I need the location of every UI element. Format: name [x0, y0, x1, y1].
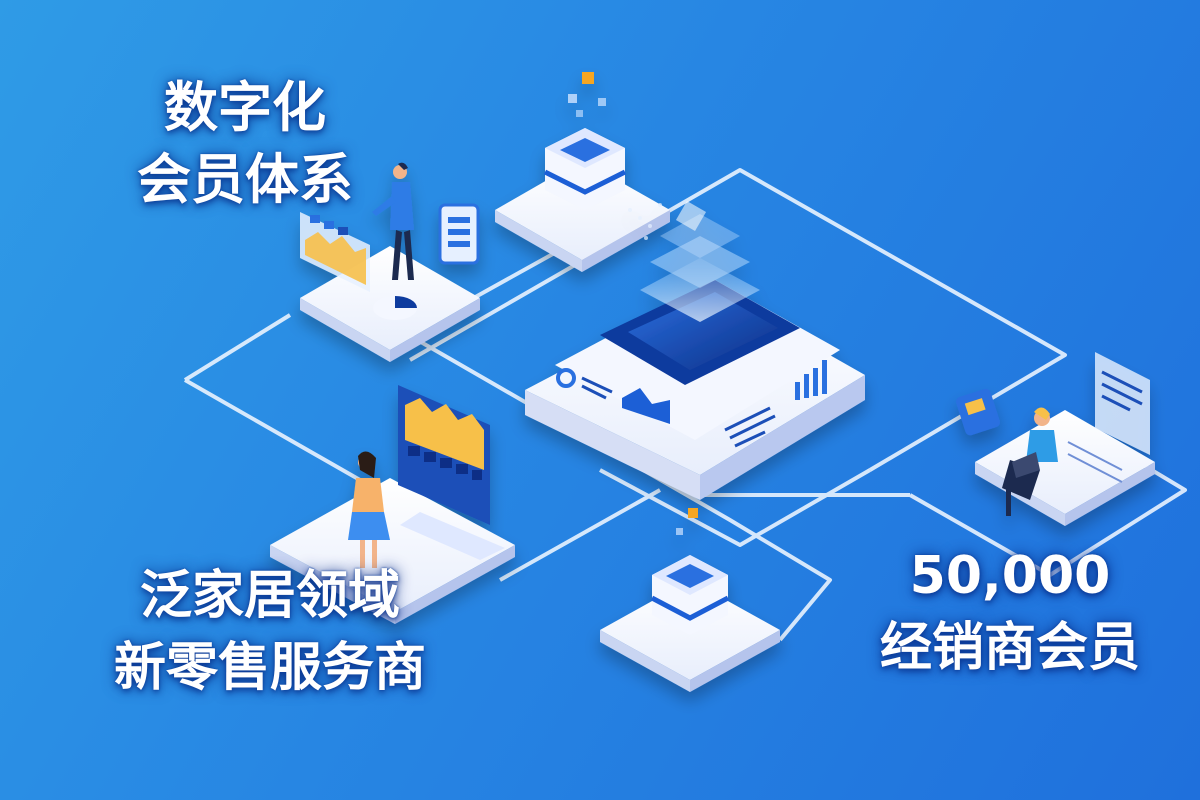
- bottom-node: [600, 508, 780, 692]
- bar-chart-mark: [795, 360, 827, 400]
- headline-retail-service: 泛家居领域 新零售服务商: [60, 560, 480, 704]
- member-node: [300, 162, 480, 362]
- headline-right-line2: 经销商会员: [879, 618, 1140, 678]
- retail-node: [270, 385, 515, 624]
- central-server: [525, 200, 865, 500]
- top-node: [495, 72, 670, 272]
- headline-top-line2: 会员体系: [137, 148, 353, 211]
- headline-right-line1: 50,000: [909, 546, 1111, 606]
- headline-digital-membership: 数字化 会员体系: [110, 72, 380, 216]
- dealer-node: [956, 352, 1155, 526]
- headline-dealer-members: 50,000 经销商会员: [850, 540, 1170, 684]
- headline-top-line1: 数字化: [164, 76, 326, 139]
- headline-left-line2: 新零售服务商: [113, 638, 426, 698]
- headline-left-line1: 泛家居领域: [139, 566, 400, 626]
